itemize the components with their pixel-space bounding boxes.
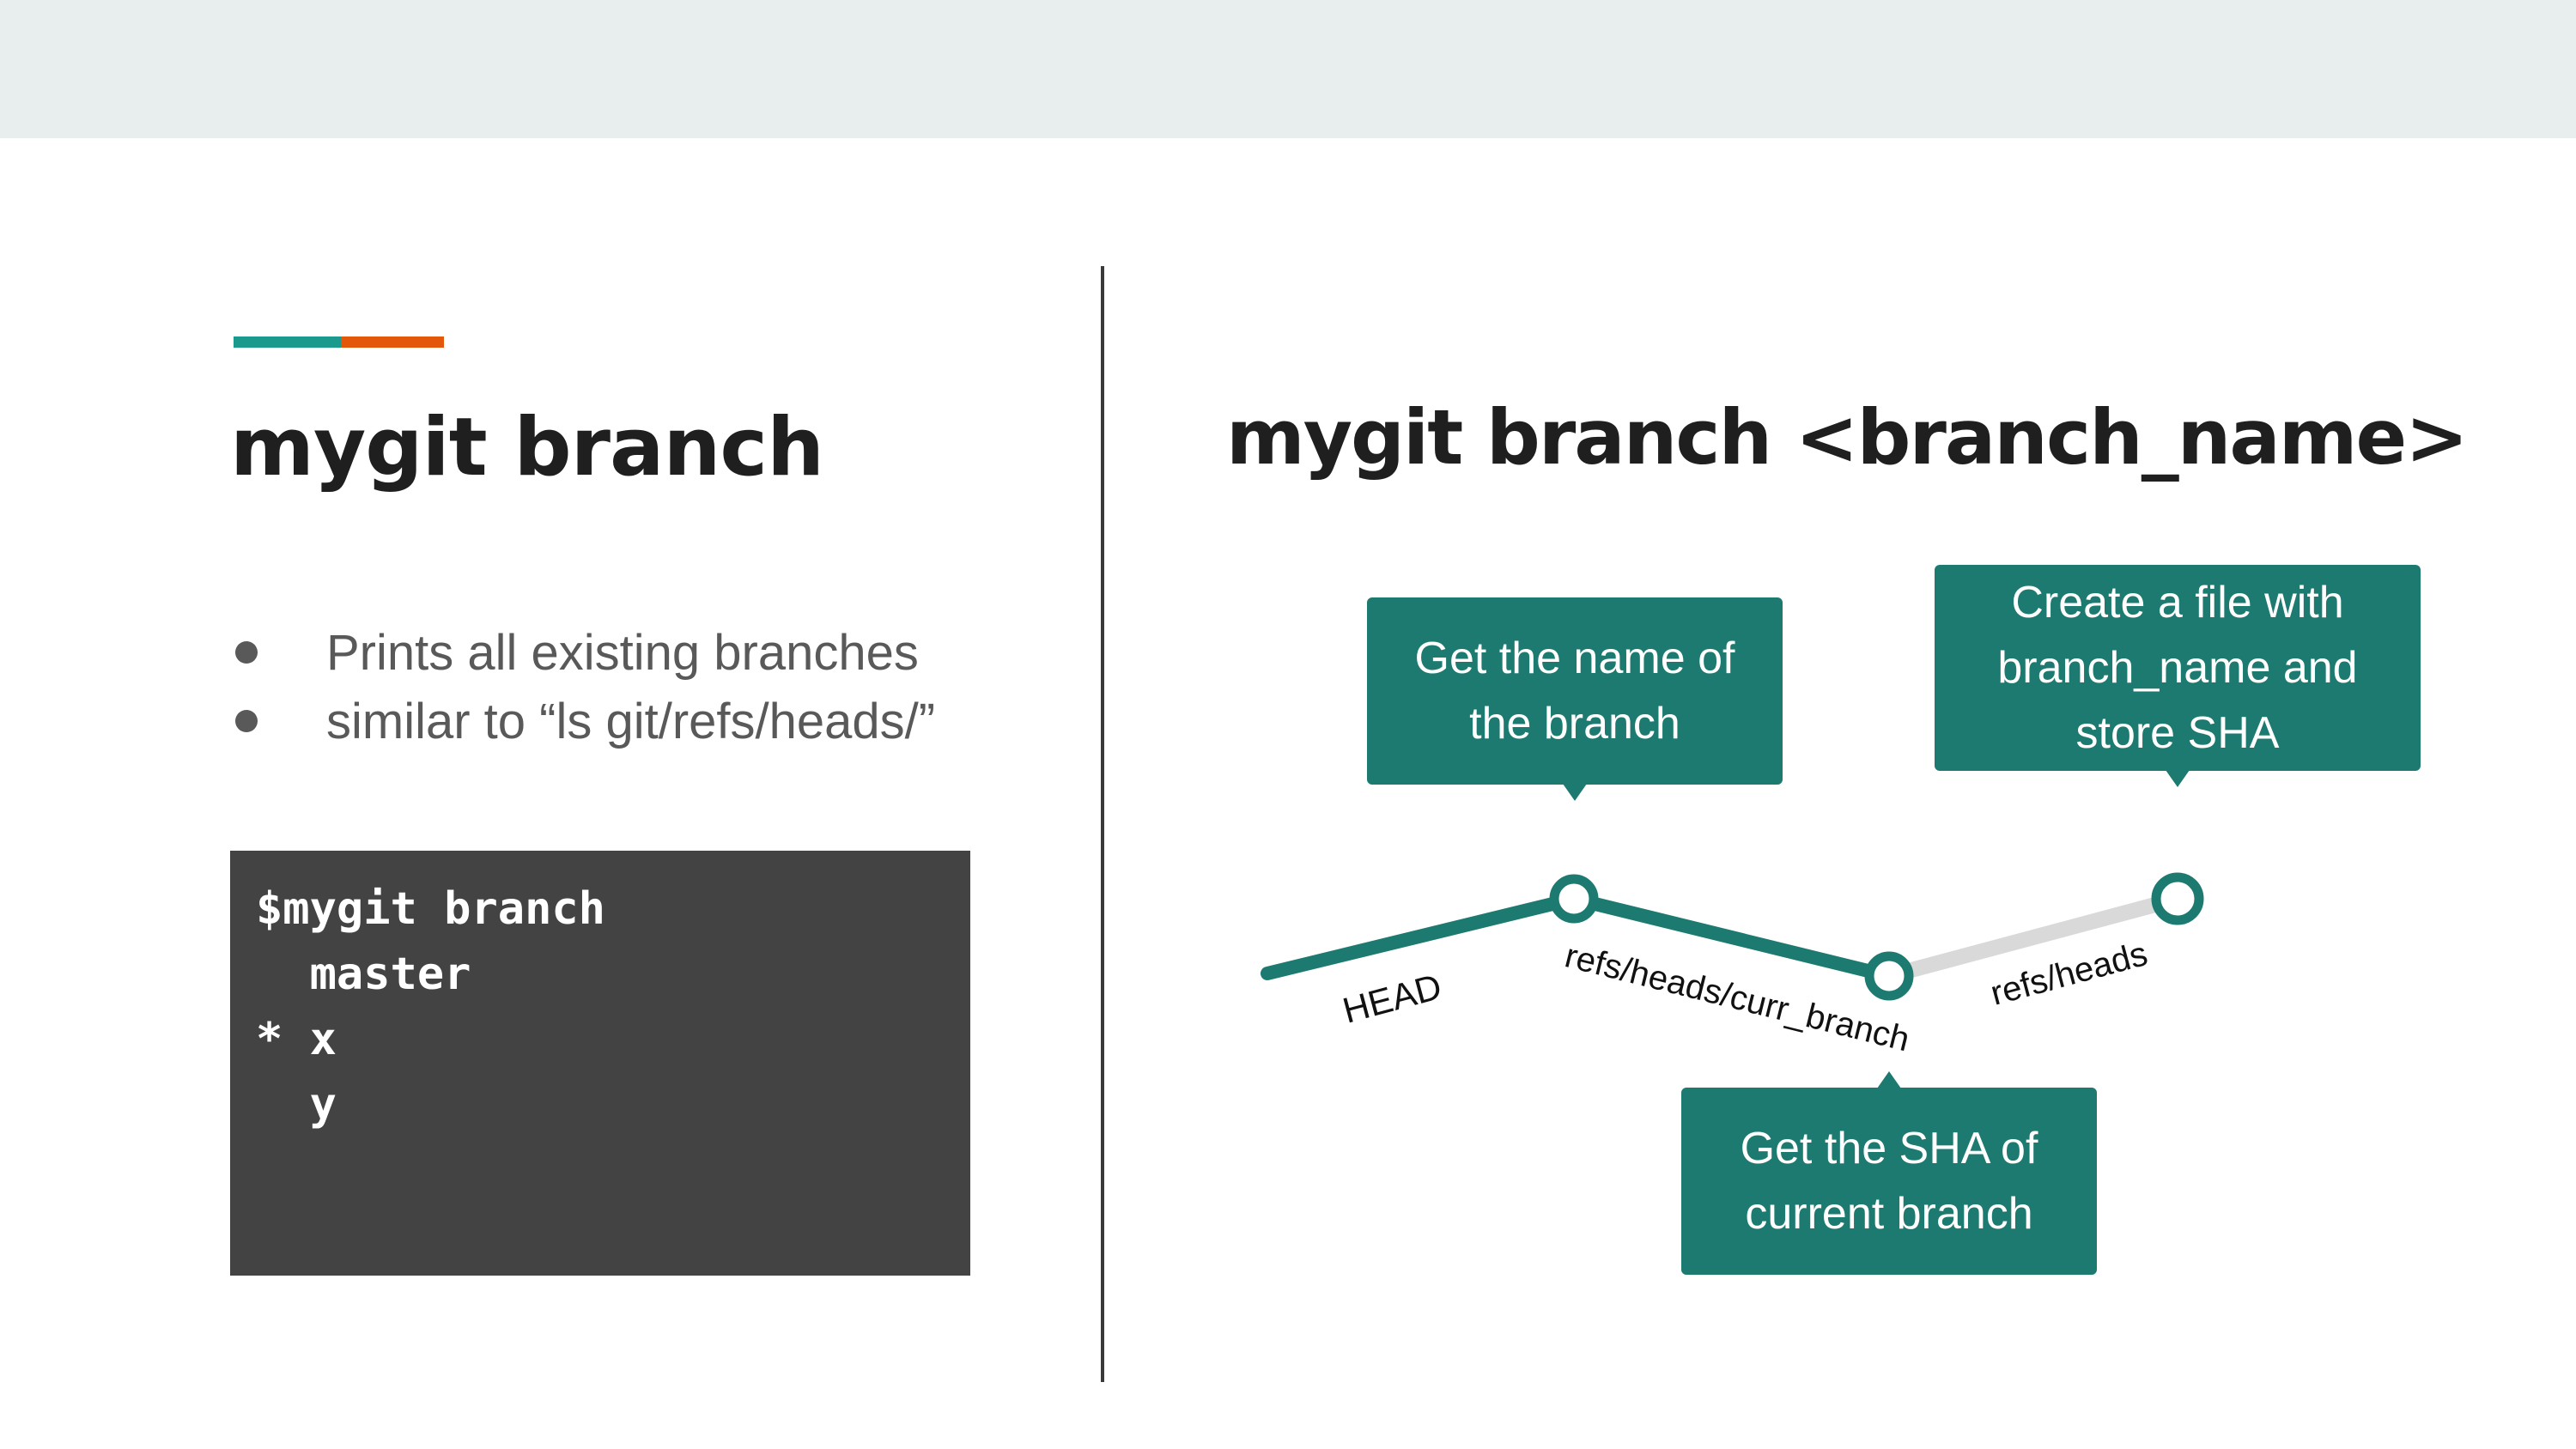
callout-text: Get the SHA of current branch	[1740, 1124, 2038, 1239]
callout-pointer	[1877, 1071, 1901, 1088]
path-label-head: HEAD	[1339, 966, 1446, 1031]
vertical-divider	[1101, 266, 1104, 1382]
callout-pointer	[2166, 770, 2190, 787]
bullet-icon	[235, 710, 258, 732]
terminal-line: master	[256, 949, 471, 1000]
bullet-text: Prints all existing branches	[326, 624, 919, 681]
callout-text: Get the name of the branch	[1414, 634, 1735, 749]
callout-get-name: Get the name of the branch	[1367, 597, 1783, 785]
accent-bar-teal	[234, 336, 341, 348]
terminal-output: $mygit branch master * x y	[230, 851, 970, 1276]
right-title: mygit branch <branch_name>	[1226, 393, 2469, 482]
path-label-curr-branch: refs/heads/curr_branch	[1561, 937, 1913, 1058]
path-segment-refs-heads	[1881, 891, 2185, 984]
list-item: similar to “ls git/refs/heads/”	[232, 687, 935, 755]
bullet-list: Prints all existing branches similar to …	[232, 618, 935, 755]
accent-bar-orange	[341, 336, 444, 348]
node-current-branch	[1864, 951, 1914, 1001]
terminal-line: * x	[256, 1014, 337, 1065]
node-new-branch	[2151, 872, 2204, 925]
callout-pointer	[1563, 784, 1587, 801]
terminal-line: $mygit branch	[256, 883, 605, 935]
list-item: Prints all existing branches	[232, 618, 935, 687]
callout-create-file: Create a file with branch_name and store…	[1935, 565, 2421, 771]
path-segment-head	[1261, 892, 1581, 980]
callout-text: Create a file with branch_name and store…	[1997, 578, 2358, 758]
top-band	[0, 0, 2576, 138]
terminal-line: y	[256, 1079, 337, 1131]
left-title: mygit branch	[230, 401, 824, 494]
path-segment-curr-branch	[1567, 892, 1896, 983]
node-branch-name	[1549, 874, 1599, 924]
bullet-icon	[235, 641, 258, 664]
bullet-text: similar to “ls git/refs/heads/”	[326, 693, 936, 749]
callout-get-sha: Get the SHA of current branch	[1681, 1088, 2097, 1275]
